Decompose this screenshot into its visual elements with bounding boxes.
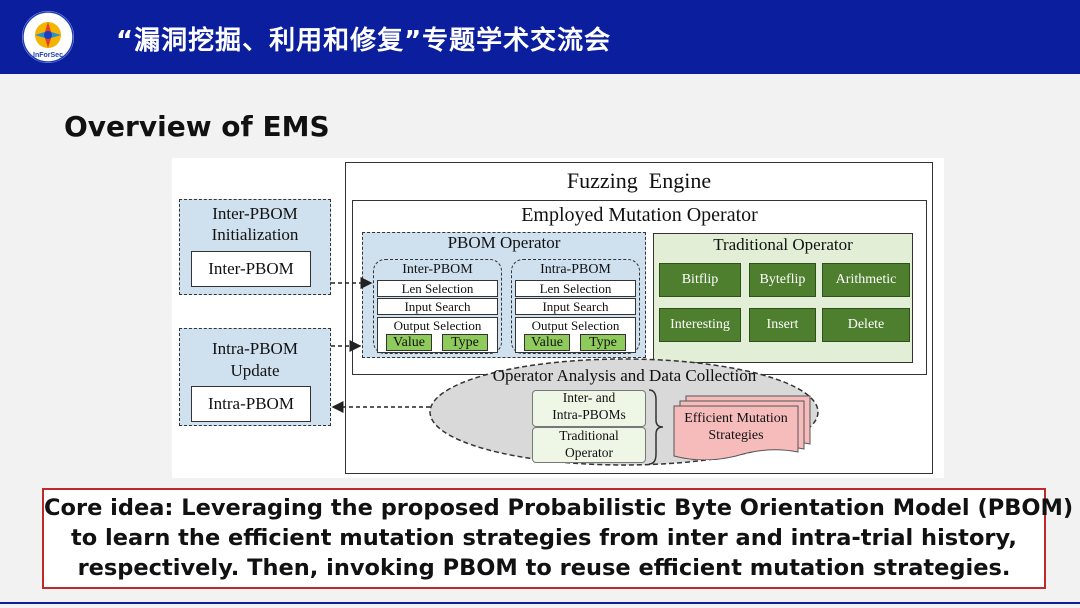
ems-overview-diagram: Fuzzing Engine Employed Mutation Operato… <box>172 158 944 478</box>
inter-input-search: Input Search <box>377 298 498 315</box>
intra-len-selection: Len Selection <box>515 280 636 297</box>
analysis-pboms-line1: Inter- and <box>562 390 616 405</box>
fuzzing-engine-box <box>345 162 933 474</box>
core-idea-line2: to learn the efficient mutation strategi… <box>71 525 1017 551</box>
strategies-line2: Strategies <box>708 428 764 443</box>
strategy-stack-icon <box>673 395 811 460</box>
intra-input-search: Input Search <box>515 298 636 315</box>
event-title: “漏洞挖掘、利用和修复”专题学术交流会 <box>116 26 612 56</box>
inter-pbom-init-label: Inter-PBOM Initialization <box>179 203 331 245</box>
analysis-label: Operator Analysis and Data Collection <box>492 366 757 385</box>
analysis-pboms-label: Inter- and Intra-PBOMs <box>532 389 646 423</box>
core-idea-box: Core idea: Leveraging the proposed Proba… <box>42 488 1074 589</box>
inter-type-tag: Type <box>442 334 488 351</box>
intra-update-title-line1: Intra-PBOM <box>212 339 298 358</box>
core-idea-line3: respectively. Then, invoking PBOM to reu… <box>77 555 1011 581</box>
slide-title: Overview of EMS <box>64 110 330 143</box>
fuzzing-engine-label: Fuzzing Engine <box>566 168 712 193</box>
op-arithmetic: Arithmetic <box>822 263 910 297</box>
op-interesting: Interesting <box>659 308 741 342</box>
inter-output-selection: Output Selection <box>393 318 482 333</box>
analysis-traditional-line2: Operator <box>565 445 613 460</box>
traditional-operator-label: Traditional Operator <box>713 235 853 254</box>
footer-rule <box>0 602 1080 604</box>
inter-len-selection: Len Selection <box>377 280 498 297</box>
inter-init-title-line2: Initialization <box>211 225 299 244</box>
analysis-traditional-box <box>532 427 646 463</box>
intra-update-title-line2: Update <box>230 361 280 380</box>
inter-pbom-module-title: Inter-PBOM <box>402 262 473 277</box>
intra-pbom-module-title: Intra-PBOM <box>540 262 611 277</box>
inter-pbom-box: Inter-PBOM <box>191 251 311 287</box>
analysis-traditional-line1: Traditional <box>559 428 619 443</box>
intra-pbom-module <box>511 259 640 354</box>
inforsec-logo: InForSec <box>22 11 74 63</box>
core-idea-line1: Core idea: Leveraging the proposed Proba… <box>44 495 1074 521</box>
intra-output-selection: Output Selection <box>531 318 620 333</box>
employed-mutation-operator-label: Employed Mutation Operator <box>521 204 758 226</box>
diagram-arrows <box>331 277 430 413</box>
intra-value-tag: Value <box>524 334 570 351</box>
svg-text:InForSec: InForSec <box>33 52 63 59</box>
analysis-pboms-box <box>532 390 646 427</box>
intra-pbom-update-label: Intra-PBOM Update <box>179 338 331 382</box>
pbom-operator-label: PBOM Operator <box>447 233 561 252</box>
inter-value-tag: Value <box>386 334 432 351</box>
strategies-label: Efficient Mutation Strategies <box>672 410 800 444</box>
analysis-traditional-label: Traditional Operator <box>532 427 646 461</box>
op-bitflip: Bitflip <box>659 263 741 297</box>
strategies-line1: Efficient Mutation <box>684 411 788 426</box>
brace-icon <box>648 389 664 465</box>
op-delete: Delete <box>822 308 910 342</box>
op-insert: Insert <box>749 308 816 342</box>
intra-pbom-box: Intra-PBOM <box>191 386 311 422</box>
op-byteflip: Byteflip <box>749 263 816 297</box>
inter-init-title-line1: Inter-PBOM <box>212 204 298 223</box>
header-bar: InForSec “漏洞挖掘、利用和修复”专题学术交流会 <box>0 0 1080 74</box>
intra-type-tag: Type <box>580 334 626 351</box>
inter-pbom-module <box>373 259 502 354</box>
analysis-pboms-line2: Intra-PBOMs <box>552 407 626 422</box>
